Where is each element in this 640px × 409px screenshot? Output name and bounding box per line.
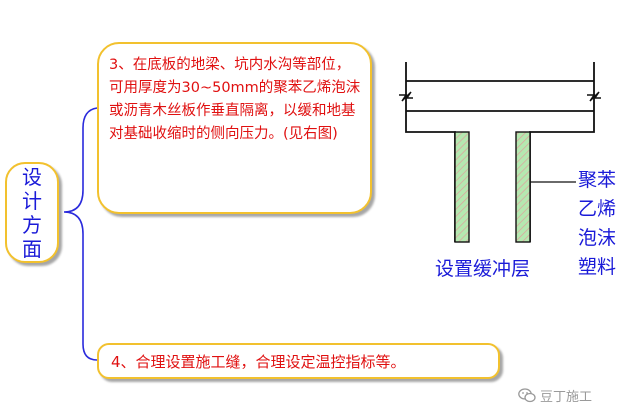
- cushion-label: 设置缓冲层: [435, 258, 531, 280]
- item-3-box: 3、在底板的地梁、坑内水沟等部位，可用厚度为30~50mm的聚苯乙烯泡沫或沥青木…: [97, 42, 372, 214]
- watermark: 豆丁施工: [518, 386, 592, 405]
- item-4-text: 4、合理设置施工缝，合理设定温控指标等。: [111, 352, 406, 371]
- watermark-text: 豆丁施工: [540, 390, 593, 405]
- item-3-text: 3、在底板的地梁、坑内水沟等部位，可用厚度为30~50mm的聚苯乙烯泡沫或沥青木…: [109, 57, 361, 142]
- wechat-icon: [518, 388, 536, 403]
- cushion-layer-left: [454, 131, 470, 243]
- brace-connector: [63, 107, 98, 361]
- foam-label: 聚苯乙烯泡沫塑料: [578, 169, 617, 278]
- item-4-box: 4、合理设置施工缝，合理设定温控指标等。: [97, 343, 500, 379]
- foundation-section: [405, 62, 595, 242]
- side-label-box: 设计方面: [5, 162, 59, 263]
- cushion-layer-right: [515, 131, 531, 243]
- side-label: 设计方面: [22, 164, 42, 261]
- break-marks: [399, 91, 601, 102]
